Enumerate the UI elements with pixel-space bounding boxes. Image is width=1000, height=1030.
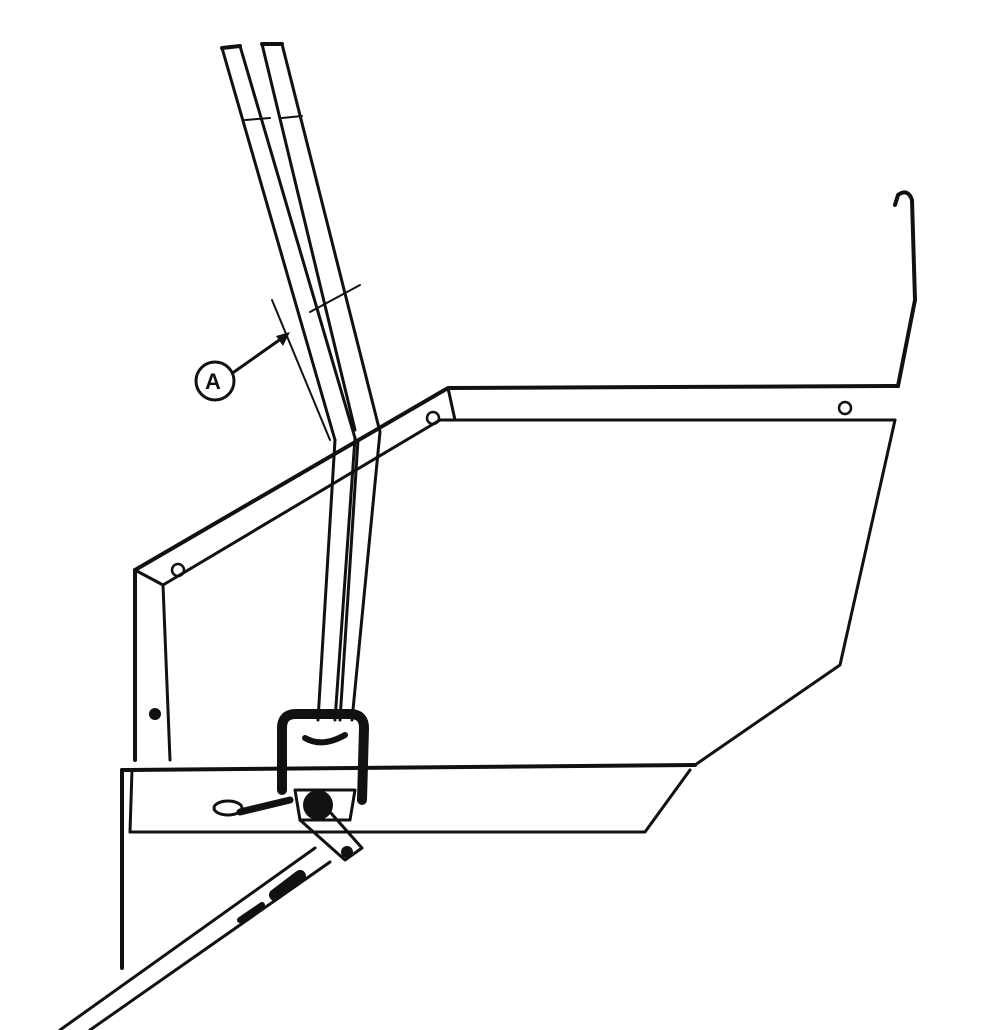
bracket-panel (133, 190, 917, 767)
callout-a: A (194, 332, 290, 402)
clamp-mechanism (212, 709, 369, 862)
rods (220, 42, 382, 722)
arrow-icon (276, 332, 290, 346)
housing (120, 763, 697, 970)
linkage-rod (58, 846, 332, 1030)
callout-a-label: A (205, 369, 221, 394)
